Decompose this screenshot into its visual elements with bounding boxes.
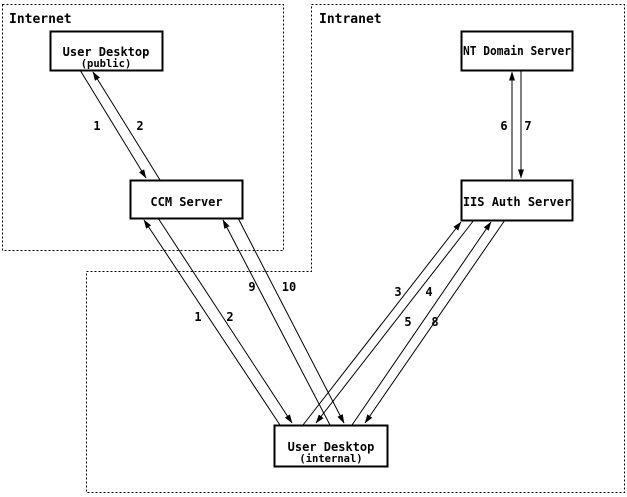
arrow-step8-iis-to-internal-desktop: [364, 219, 506, 424]
iis-auth-server-box: [460, 179, 574, 222]
node-user-desktop-internal: User Desktop (internal): [273, 424, 389, 468]
user-desktop-internal-box: [273, 424, 389, 468]
step-label-1-public: 1: [93, 119, 100, 133]
step-label-2-public: 2: [136, 119, 143, 133]
step-label-5: 5: [404, 315, 411, 329]
arrow-step1-public-desktop-to-ccm: [79, 69, 147, 179]
step-label-7: 7: [524, 119, 531, 133]
step-label-3: 3: [394, 285, 401, 299]
arrow-step5-internal-desktop-to-iis: [351, 221, 492, 426]
step-label-9: 9: [248, 280, 255, 294]
user-desktop-public-box: [49, 30, 164, 72]
internet-region-label: Internet: [9, 12, 72, 27]
user-desktop-internal-title: User Desktop: [288, 440, 375, 454]
step-label-1-internal: 1: [194, 310, 201, 324]
user-desktop-public-title: User Desktop: [63, 45, 150, 59]
internet-region-border: [1, 3, 285, 252]
arrow-step1-internal-desktop-to-ccm: [143, 219, 281, 426]
iis-auth-server-title: IIS Auth Server: [463, 195, 571, 209]
step-label-4: 4: [425, 285, 432, 299]
arrow-step2-ccm-to-internal-desktop: [157, 217, 293, 424]
nt-domain-server-title: NT Domain Server: [463, 44, 571, 58]
node-iis-auth-server: IIS Auth Server: [460, 179, 574, 222]
user-desktop-internal-subtitle: (internal): [299, 453, 362, 465]
step-label-6: 6: [500, 119, 507, 133]
step-label-2-internal: 2: [226, 310, 233, 324]
ccm-server-box: [129, 179, 244, 220]
arrow-step9-internal-desktop-to-ccm: [222, 219, 331, 426]
node-user-desktop-public: User Desktop (public): [49, 30, 164, 72]
step-label-8: 8: [431, 315, 438, 329]
node-ccm-server: CCM Server: [129, 179, 244, 220]
intranet-region-label: Intranet: [319, 12, 382, 27]
step-label-10: 10: [282, 280, 296, 294]
user-desktop-public-subtitle: (public): [81, 58, 132, 70]
node-nt-domain-server: NT Domain Server: [460, 30, 574, 72]
arrow-step3-internal-desktop-to-iis: [302, 221, 462, 426]
arrow-step4-iis-to-internal-desktop: [315, 219, 475, 424]
intranet-region-border: [85, 3, 626, 494]
arrow-step2-ccm-to-public-desktop: [92, 71, 161, 181]
nt-domain-server-box: [460, 30, 574, 72]
ccm-server-title: CCM Server: [150, 195, 222, 209]
arrow-step10-ccm-to-internal-desktop: [237, 217, 345, 424]
